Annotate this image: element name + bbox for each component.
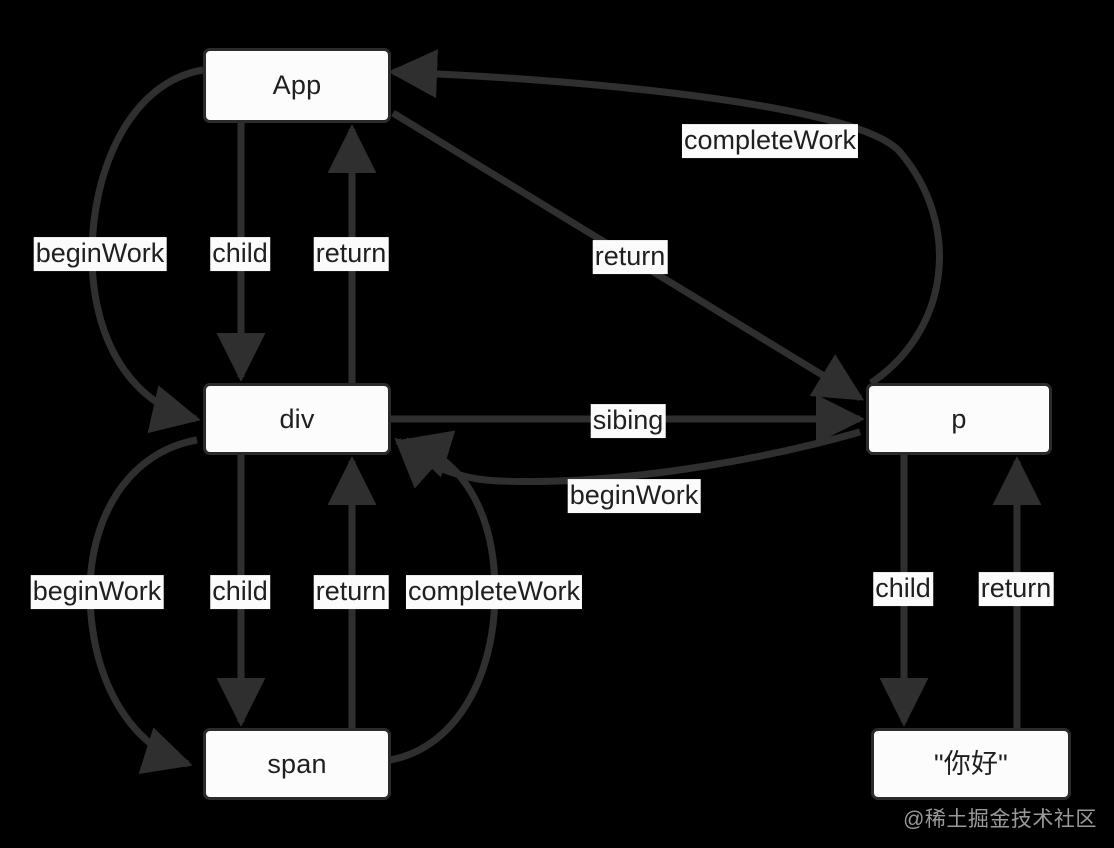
edge-label-div-p-sibing: sibing	[590, 404, 666, 438]
edge-label-span-div-completework: completeWork	[405, 575, 583, 609]
node-p-label: p	[951, 403, 967, 434]
edge-label-div-span-child: child	[210, 575, 270, 609]
edge-label-div-app-return: return	[313, 237, 389, 271]
edge-label-app-p-completework: completeWork	[681, 124, 859, 158]
edge-label-span-div-return: return	[313, 575, 389, 609]
node-text-nihao-label: "你好"	[934, 748, 1008, 779]
edge-label-p-app-return: return	[592, 240, 668, 274]
edge-label-div-p-beginwork: beginWork	[567, 479, 701, 513]
edge-label-p-nihao-child: child	[873, 572, 933, 606]
edge-label-app-div-beginwork: beginWork	[33, 237, 167, 271]
watermark: @稀土掘金技术社区	[903, 808, 1097, 831]
edge-div-p-beginwork	[394, 428, 861, 489]
node-div[interactable]: div	[203, 383, 391, 455]
edge-label-div-span-beginwork: beginWork	[30, 575, 164, 609]
node-span-label: span	[267, 748, 327, 779]
node-app[interactable]: App	[203, 48, 391, 123]
node-app-label: App	[272, 70, 322, 100]
edge-label-app-div-child: child	[210, 237, 270, 271]
node-text-nihao[interactable]: "你好"	[871, 728, 1071, 800]
node-div-label: div	[279, 403, 315, 434]
edge-label-nihao-p-return: return	[978, 572, 1054, 606]
node-span[interactable]: span	[203, 728, 391, 800]
edge-app-p-completework	[388, 49, 943, 386]
node-p[interactable]: p	[866, 383, 1052, 455]
